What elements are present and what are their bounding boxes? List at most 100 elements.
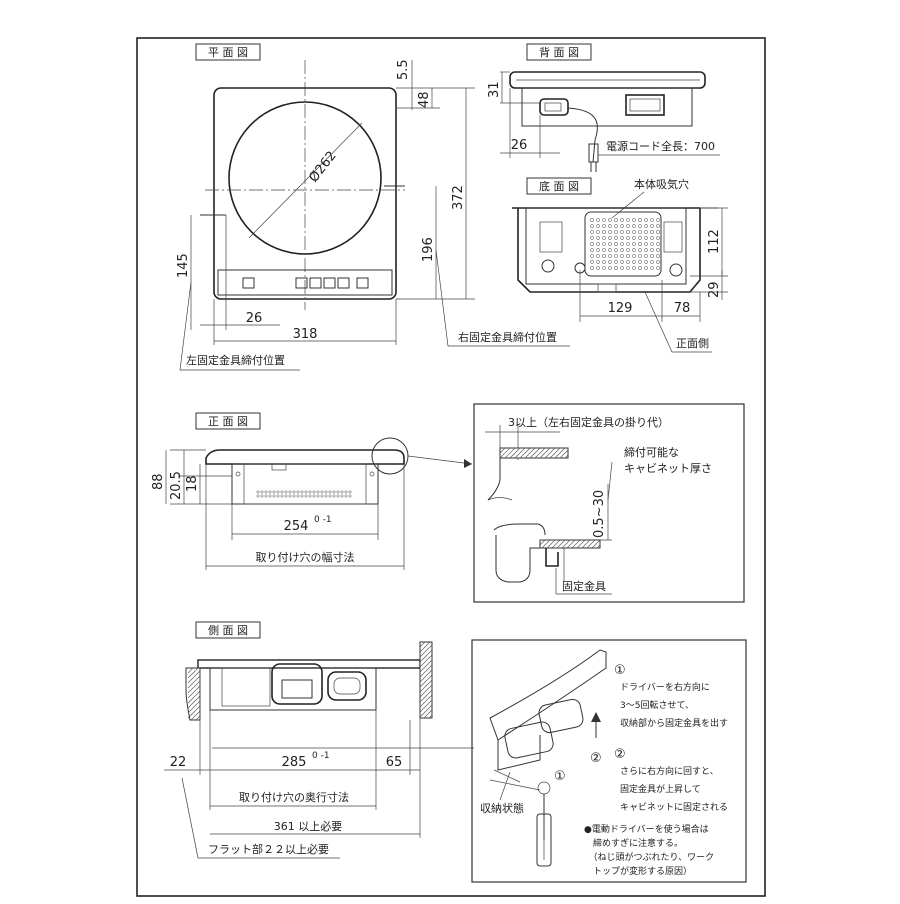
vent-hole: [336, 494, 340, 498]
detail-bracket-label: 固定金具: [562, 579, 606, 593]
vent-hole: [626, 218, 630, 222]
vent-hole: [602, 236, 606, 240]
hatch-line: [554, 447, 566, 459]
vent-hole: [626, 266, 630, 270]
detail-thick-label-1: 締付可能な: [624, 445, 679, 459]
vent-hole: [656, 242, 660, 246]
front-detail-leader: [407, 455, 473, 465]
front-dim-88: 88: [151, 473, 166, 490]
detail-hang-label: 3以上（左右固定金具の掛り代）: [508, 415, 669, 429]
front-dim-254-tol: 0 -1: [314, 515, 332, 525]
vent-hole: [280, 494, 284, 498]
vent-hole: [650, 224, 654, 228]
inst-step1-line: 収納部から固定金具を出す: [620, 717, 728, 729]
bottom-intake-holes: [590, 218, 660, 270]
detail-hatch-mid: [539, 539, 601, 549]
vent-hole: [632, 230, 636, 234]
back-cord-inner: [544, 102, 562, 112]
hatch-line: [419, 699, 433, 713]
detail-appliance: [495, 535, 545, 583]
vent-hole: [320, 490, 324, 494]
plan-button: [309, 277, 322, 289]
hatch-line: [524, 447, 536, 459]
vent-hole: [620, 224, 624, 228]
hatch-line: [549, 447, 561, 459]
inst-note-line: （ねじ頭がつぶれたり、ワーク: [584, 851, 714, 863]
vent-hole: [632, 242, 636, 246]
side-dim-65: 65: [386, 755, 403, 770]
hatch-line: [195, 715, 201, 721]
inst-up-arrow-head: [591, 712, 601, 722]
hatch-line: [419, 704, 433, 718]
vent-hole: [644, 242, 648, 246]
vent-hole: [304, 494, 308, 498]
hatch-line: [187, 705, 201, 719]
hatch-line: [187, 667, 194, 674]
detail-box: 3以上（左右固定金具の掛り代） 締付可能な キャビネット厚さ 0.5~30 固定…: [473, 403, 745, 603]
side-cabinet-hatch: [187, 667, 201, 721]
detail-range-label: 0.5~30: [592, 490, 607, 538]
hatch-line: [539, 447, 551, 459]
hatch-line: [504, 447, 516, 459]
vent-hole: [602, 254, 606, 258]
vent-hole: [304, 490, 308, 494]
hatch-line: [419, 659, 433, 673]
vent-hole: [638, 224, 642, 228]
inst-body: [497, 735, 541, 771]
vent-hole: [638, 236, 642, 240]
vent-hole: [632, 224, 636, 228]
bottom-body: [525, 207, 687, 285]
vent-hole: [284, 494, 288, 498]
hatch-line: [419, 684, 433, 698]
vent-hole: [602, 224, 606, 228]
plan-control-panel: [217, 269, 393, 296]
bottom-intake-label: 本体吸気穴: [634, 177, 689, 191]
inst-step1-num: ①: [614, 663, 626, 678]
vent-hole: [602, 248, 606, 252]
vent-hole: [608, 236, 612, 240]
vent-hole: [260, 494, 264, 498]
front-body-inner: [243, 463, 367, 505]
front-dim-254: 254: [284, 519, 309, 534]
plan-view: 平 面 図 Ø262 5.5 48 372 196 145: [176, 43, 570, 371]
vent-hole: [284, 490, 288, 494]
inst-note-line: ●電動ドライバーを使う場合は: [584, 823, 709, 835]
inst-step2-line: 固定金具が上昇して: [620, 783, 701, 795]
hatch-line: [419, 654, 433, 668]
side-section: [221, 667, 271, 707]
plan-dim-145: 145: [176, 253, 191, 278]
vent-hole: [614, 218, 618, 222]
vent-hole: [276, 494, 280, 498]
inst-bracket-raised: [538, 698, 584, 734]
vent-hole: [312, 490, 316, 494]
back-view: 背 面 図 31 26 電源コード全長：700: [487, 43, 720, 172]
inst-note-line: 締めすぎに注意する。: [584, 837, 683, 849]
vent-hole: [344, 494, 348, 498]
plan-diameter-label: Ø262: [306, 149, 339, 186]
vent-hole: [316, 490, 320, 494]
side-dim-285: 285: [282, 755, 307, 770]
side-detail-ring: [271, 663, 323, 705]
plan-right-fix-label: 右固定金具締付位置: [458, 330, 557, 344]
vent-hole: [638, 260, 642, 264]
inst-cabinet-line: [493, 769, 521, 783]
inst-step2-line: さらに右方向に回すと、: [620, 765, 719, 777]
vent-hole: [348, 494, 352, 498]
vent-hole: [288, 490, 292, 494]
plan-title-box: [195, 43, 261, 61]
hatch-line: [591, 539, 601, 549]
hatch-line: [419, 644, 433, 658]
vent-hole: [638, 266, 642, 270]
vent-hole: [596, 224, 600, 228]
vent-hole: [596, 248, 600, 252]
vent-hole: [620, 242, 624, 246]
vent-hole: [264, 490, 268, 494]
hatch-line: [419, 694, 433, 708]
front-detail-circle: [371, 437, 409, 475]
detail-cabinet-edge: [487, 458, 501, 501]
vent-hole: [638, 230, 642, 234]
vent-hole: [656, 236, 660, 240]
plan-left-leader: [179, 281, 300, 371]
vent-hole: [626, 236, 630, 240]
vent-hole: [614, 242, 618, 246]
